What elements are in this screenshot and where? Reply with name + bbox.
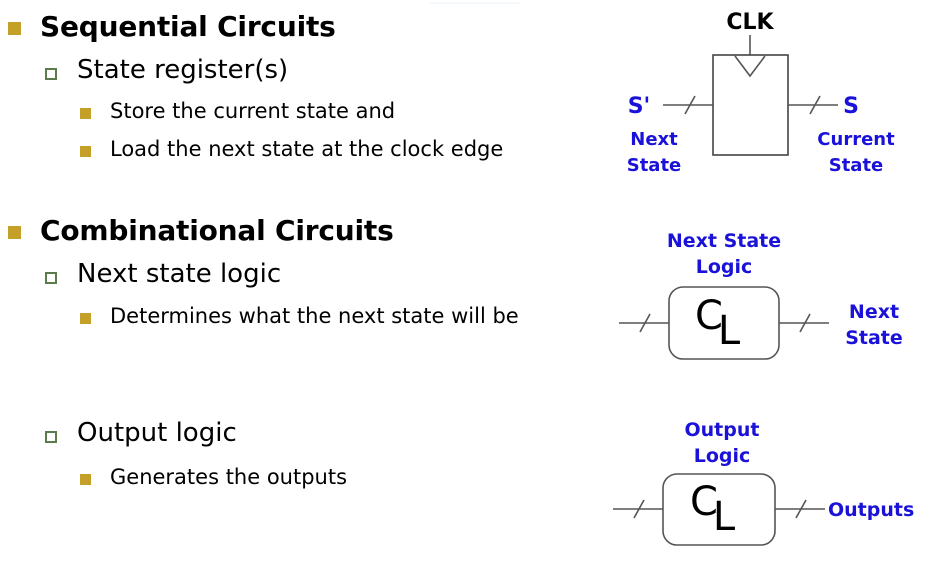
input-bus-slash-icon [639,313,651,333]
bullet-combinational-circuits: Combinational Circuits [8,216,394,245]
diagram-state-register: CLK S' Next State S Current State [610,0,933,190]
bullet-label: Output logic [77,418,237,448]
output-caption: Outputs [828,499,914,521]
input-caption-line1: Next [630,129,678,150]
bullet-label: Determines what the next state will be [110,304,519,328]
output-caption-line1: Next [849,301,899,323]
bullet-square-icon [80,146,91,157]
bullet-output-logic: Output logic [45,418,237,448]
output-signal-label: S [843,94,859,119]
state-register-svg: CLK S' Next State S Current State [627,10,895,176]
output-bus-slash-icon [799,313,811,333]
bullet-label: State register(s) [77,55,289,85]
output-logic-svg: Output Logic C L Outputs [613,419,914,546]
bullet-label: Load the next state at the clock edge [110,137,504,161]
top-edge-artifact [430,2,520,4]
bullet-hollow-square-icon [45,68,57,80]
input-caption-line2: State [627,155,682,176]
svg-text:C: C [690,479,718,525]
block-title-line1: Output [685,419,760,441]
block-title-line1: Next State [667,230,781,252]
output-bus-slash-icon [795,499,807,519]
bullet-square-icon [80,313,91,324]
bullet-load-next-state: Load the next state at the clock edge [80,138,503,160]
output-caption-line2: State [829,155,884,176]
bullet-sequential-circuits: Sequential Circuits [8,12,336,41]
bullet-state-registers: State register(s) [45,55,289,85]
output-caption-line1: Current [817,129,895,150]
bullet-square-icon [8,226,21,239]
clk-label: CLK [726,10,774,35]
bullet-label: Next state logic [77,259,282,289]
svg-text:L: L [713,494,736,540]
diagram-next-state-logic: Next State Logic C L Next State [610,225,933,375]
block-title-line2: Logic [694,445,751,467]
diagram-output-logic: Output Logic C L Outputs [610,410,933,570]
bullet-label: Generates the outputs [110,465,348,489]
bullet-label: Sequential Circuits [40,10,336,43]
bullet-square-icon [80,108,91,119]
output-caption-line2: State [845,327,903,349]
svg-text:L: L [718,308,741,354]
bullet-determines-next-state: Determines what the next state will be [80,305,519,327]
cl-block-label: C L [695,293,741,354]
bullet-hollow-square-icon [45,272,57,284]
bullet-hollow-square-icon [45,431,57,443]
next-state-logic-svg: Next State Logic C L Next State [619,230,903,360]
bullet-square-icon [80,474,91,485]
cl-block-label: C L [690,479,736,540]
bullet-next-state-logic: Next state logic [45,259,282,289]
bullet-label: Combinational Circuits [40,214,394,247]
output-bus-slash-icon [809,95,821,115]
block-title-line2: Logic [696,256,753,278]
clock-triangle-icon [734,55,766,78]
input-bus-slash-icon [633,499,645,519]
bullet-store-current-state: Store the current state and [80,100,395,122]
bullet-label: Store the current state and [110,99,396,123]
input-signal-label: S' [628,94,651,119]
register-box [712,54,789,156]
input-bus-slash-icon [684,95,696,115]
bullet-generates-outputs: Generates the outputs [80,466,347,488]
bullet-square-icon [8,22,21,35]
svg-text:C: C [695,293,723,339]
